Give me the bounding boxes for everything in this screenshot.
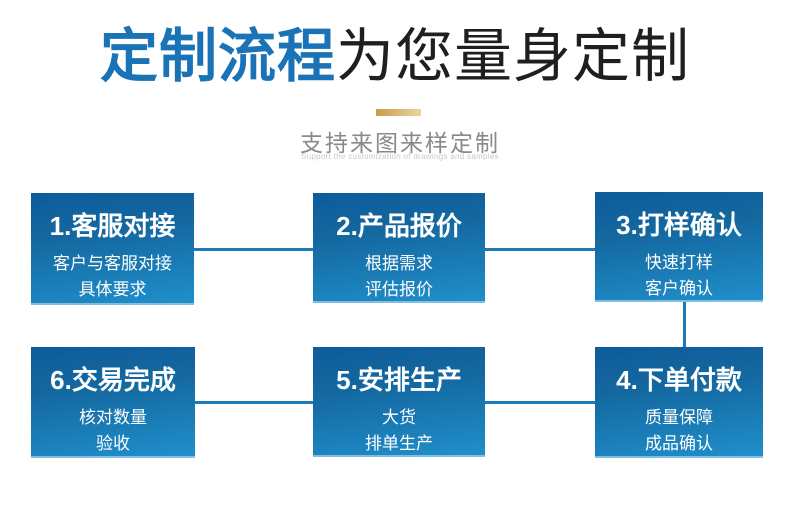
step-desc-line: 成品确认 (645, 434, 713, 453)
step-box-1: 1.客服对接 客户与客服对接 具体要求 (31, 193, 194, 305)
gold-divider-bar (376, 109, 421, 116)
subtitle: 支持来图来样定制 (300, 130, 500, 156)
step-box-3: 3.打样确认 快速打样 客户确认 (595, 192, 763, 302)
page-title-highlight: 定制流程 (99, 24, 336, 89)
step-desc-line: 评估报价 (365, 280, 433, 299)
step-desc-line: 客户确认 (645, 279, 713, 298)
step-desc-line: 大货 (382, 408, 416, 427)
connector-step1-step2 (193, 248, 314, 251)
subtitle-english: Support the customization of drawings an… (301, 152, 499, 161)
step-desc-line: 质量保障 (645, 408, 713, 427)
step-box-2: 2.产品报价 根据需求 评估报价 (313, 193, 485, 303)
step-desc-line: 排单生产 (365, 434, 433, 453)
step-desc-line: 客户与客服对接 (53, 254, 172, 273)
connector-step5-step6 (194, 401, 314, 404)
step-title: 5.安排生产 (336, 365, 462, 395)
step-desc-line: 验收 (96, 434, 130, 453)
step-box-5: 5.安排生产 大货 排单生产 (313, 347, 485, 457)
page-title-rest: 为您量身定制 (336, 24, 691, 89)
step-desc-line: 根据需求 (365, 254, 433, 273)
connector-step4-step5 (484, 401, 596, 404)
step-box-4: 4.下单付款 质量保障 成品确认 (595, 347, 763, 458)
page-title: 定制流程为您量身定制 (0, 24, 790, 89)
step-desc-line: 快速打样 (645, 253, 713, 272)
step-desc-line: 具体要求 (78, 280, 147, 299)
step-title: 2.产品报价 (336, 211, 462, 241)
step-box-6: 6.交易完成 核对数量 验收 (31, 347, 195, 458)
connector-step2-step3 (484, 248, 596, 251)
step-title: 3.打样确认 (616, 210, 742, 240)
step-title: 6.交易完成 (50, 365, 176, 395)
step-title: 1.客服对接 (49, 211, 176, 241)
step-desc-line: 核对数量 (79, 408, 147, 427)
connector-step3-step4 (683, 301, 686, 348)
step-title: 4.下单付款 (616, 365, 742, 395)
